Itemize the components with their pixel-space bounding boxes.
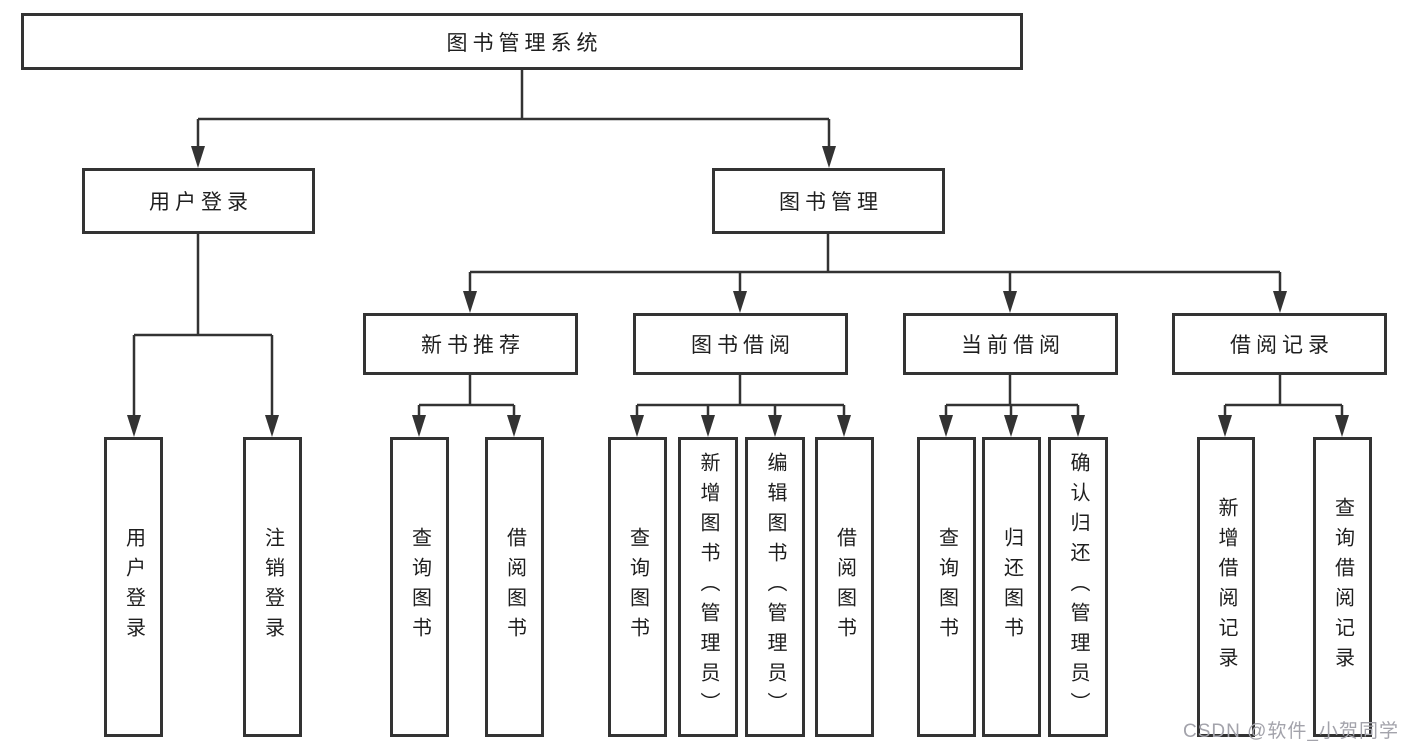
leaf-query-borrow-record: 查询借阅记录: [1313, 437, 1372, 737]
leaf-add-books-admin-label: 新增图书（管理员）: [697, 452, 719, 722]
leaf-user-login: 用户登录: [104, 437, 163, 737]
node-new-book-recommend-label: 新书推荐: [421, 334, 525, 357]
leaf-logout: 注销登录: [243, 437, 302, 737]
leaf-add-borrow-record: 新增借阅记录: [1197, 437, 1255, 737]
leaf-return-books-label: 归还图书: [1000, 527, 1023, 647]
leaf-query-books-3-label: 查询图书: [935, 527, 958, 647]
leaf-return-books: 归还图书: [982, 437, 1041, 737]
leaf-query-books-1-label: 查询图书: [408, 527, 431, 647]
leaf-add-borrow-record-label: 新增借阅记录: [1215, 497, 1237, 677]
leaf-borrow-books-2-label: 借阅图书: [833, 527, 856, 647]
node-root: 图书管理系统: [21, 13, 1023, 70]
leaf-query-books-2-label: 查询图书: [626, 527, 649, 647]
leaf-query-books-1: 查询图书: [390, 437, 449, 737]
csdn-watermark: CSDN @软件_小贺同学: [1183, 721, 1399, 742]
leaf-confirm-return-admin: 确认归还（管理员）: [1048, 437, 1108, 737]
leaf-query-books-3: 查询图书: [917, 437, 976, 737]
node-book-management: 图书管理: [712, 168, 945, 234]
node-new-book-recommend: 新书推荐: [363, 313, 578, 375]
node-current-borrow: 当前借阅: [903, 313, 1118, 375]
leaf-logout-label: 注销登录: [261, 527, 284, 647]
node-book-borrow: 图书借阅: [633, 313, 848, 375]
leaf-confirm-return-admin-label: 确认归还（管理员）: [1067, 452, 1089, 722]
leaf-add-books-admin: 新增图书（管理员）: [678, 437, 738, 737]
leaf-borrow-books-1: 借阅图书: [485, 437, 544, 737]
leaf-edit-books-admin: 编辑图书（管理员）: [745, 437, 805, 737]
node-user-login: 用户登录: [82, 168, 315, 234]
leaf-query-borrow-record-label: 查询借阅记录: [1331, 497, 1354, 677]
node-borrow-records-label: 借阅记录: [1230, 334, 1334, 357]
node-root-label: 图书管理系统: [446, 31, 603, 55]
leaf-edit-books-admin-label: 编辑图书（管理员）: [764, 452, 786, 722]
leaf-query-books-2: 查询图书: [608, 437, 667, 737]
node-book-borrow-label: 图书借阅: [691, 334, 795, 357]
connector-path: [132, 69, 1344, 418]
leaf-borrow-books-2: 借阅图书: [815, 437, 874, 737]
arrowhead-icons: [127, 146, 1349, 437]
node-user-login-label: 用户登录: [149, 191, 253, 214]
leaf-borrow-books-1-label: 借阅图书: [503, 527, 526, 647]
node-current-borrow-label: 当前借阅: [961, 334, 1065, 357]
node-borrow-records: 借阅记录: [1172, 313, 1387, 375]
node-book-management-label: 图书管理: [779, 191, 883, 214]
leaf-user-login-label: 用户登录: [122, 527, 145, 647]
